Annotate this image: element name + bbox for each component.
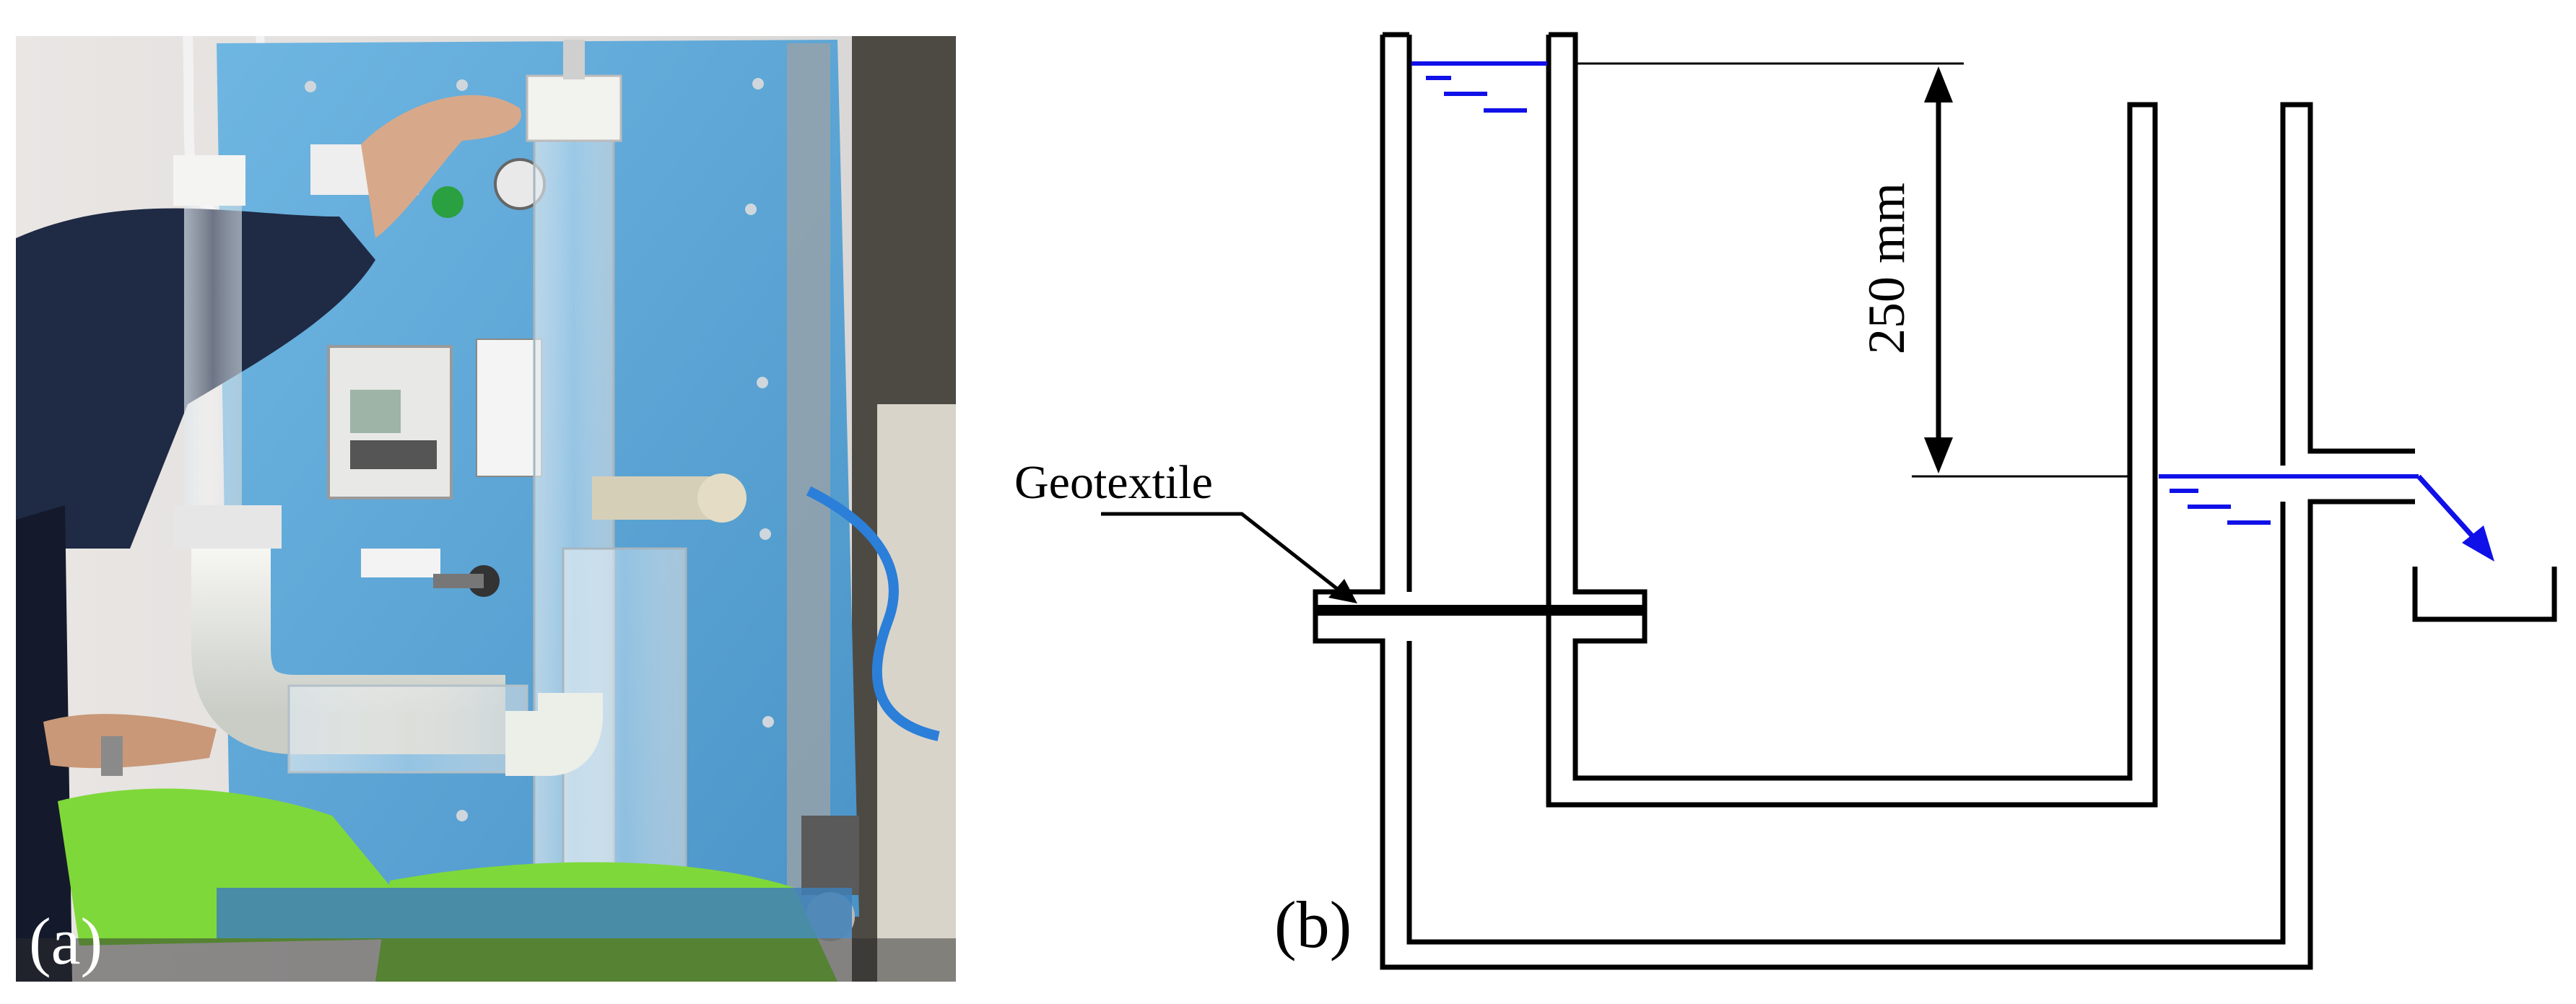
dimension-arrowhead-top [1924, 66, 1953, 102]
panel-a-label: (a) [29, 904, 103, 978]
operator-hand [361, 95, 521, 238]
geotextile-leader-arrowhead [1328, 579, 1357, 603]
panel-rivets [305, 78, 774, 821]
outer-vessel-wall [1313, 35, 2415, 970]
outer-bottom-inner-wall [1406, 502, 2286, 945]
green-indicator-light [432, 186, 464, 218]
dimension-arrowhead-bottom [1924, 437, 1953, 473]
water-markings [1411, 61, 2494, 562]
collection-tray [2412, 567, 2557, 622]
inner-u-tube [1546, 32, 2158, 808]
panel-a-photo: (a) [16, 36, 956, 982]
panel-b-label: (b) [1274, 888, 1352, 961]
small-label [361, 549, 440, 577]
outer-right-column [2280, 102, 2415, 466]
head-dimension-label: 250 mm [1858, 183, 1915, 354]
controller-unit [327, 345, 453, 499]
panel-b-schematic [1313, 32, 2557, 970]
geotextile-callout: Geotextile [1014, 456, 1357, 603]
overflow-arrowhead [2462, 525, 2494, 562]
panel-sticker [476, 339, 542, 477]
controller-display [350, 390, 401, 433]
blue-hose [806, 486, 940, 741]
geotextile-label: Geotextile [1014, 456, 1213, 509]
geotextile-leader-line [1101, 512, 1344, 595]
geotextile-layer [1315, 605, 1645, 616]
head-dimension: 250 mm [1858, 66, 1953, 473]
